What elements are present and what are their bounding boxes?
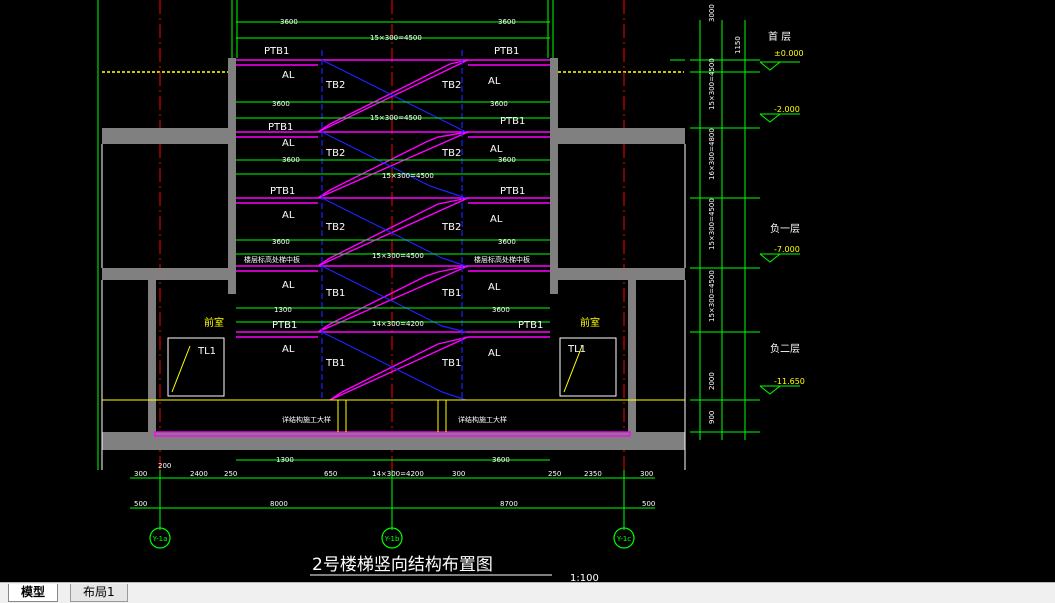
label-al-4r: AL <box>488 282 501 293</box>
label-dim-1300-5l: 1300 <box>274 306 292 314</box>
label-room-left: 前室 <box>204 316 224 329</box>
label-ptb1-2r: PTB1 <box>500 116 525 127</box>
level-first-elev: ±0.000 <box>774 49 804 58</box>
dim-right-0: 3000 <box>708 4 716 22</box>
label-ptb1-3r: PTB1 <box>500 186 525 197</box>
label-foundation-right: 详结构施工大样 <box>458 415 507 424</box>
dim-bottom-3: 250 <box>224 470 237 478</box>
dim-right-7: 900 <box>708 411 716 424</box>
dim-bottom-total-left: 8000 <box>270 500 288 508</box>
dim-right-5: 15×300=4500 <box>708 270 716 322</box>
axis-bubbles <box>149 527 635 549</box>
label-tie-left: 楼层标高处梯中板 <box>244 255 300 264</box>
outer-walls <box>101 144 686 470</box>
level-b2-elev: -11.650 <box>774 377 805 386</box>
label-ptb1-3l: PTB1 <box>270 186 295 197</box>
level-b1-elev: -7.000 <box>774 245 800 254</box>
dim-bottom-edge-left: 500 <box>134 500 147 508</box>
axis-label-left: Y-1a <box>152 535 168 543</box>
dim-bottom-10: 2350 <box>584 470 602 478</box>
label-tl1-left: TL1 <box>197 346 216 357</box>
label-tb2-2l: TB2 <box>325 148 345 159</box>
label-dim-3600-4r: 3600 <box>498 238 516 246</box>
label-tb2-3r: TB2 <box>441 222 461 233</box>
label-tb2-1r: TB2 <box>441 80 461 91</box>
label-al-1l: AL <box>282 70 295 81</box>
dim-bottom-5: 650 <box>324 470 337 478</box>
dim-bottom-edge-right: 500 <box>642 500 655 508</box>
level-b2-name: 负二层 <box>770 342 800 355</box>
label-dim-3600-3r: 3600 <box>498 156 516 164</box>
layout-tab-bar: 模型 布局1 <box>0 582 1055 603</box>
dim-right-3: 16×300=4800 <box>708 128 716 180</box>
label-flight-3: 15×300=4500 <box>382 172 434 180</box>
drawing-scale: 1:100 <box>570 573 599 582</box>
axis-label-middle: Y-1b <box>384 535 400 543</box>
cad-model-space[interactable]: PTB1 PTB1 PTB1 PTB1 PTB1 PTB1 PTB1 PTB1 … <box>0 0 1055 582</box>
stair-structure <box>154 59 631 437</box>
dim-bottom-8: 3600 <box>492 456 510 464</box>
label-tb1-2r: TB1 <box>441 358 461 369</box>
stair-flights-blue <box>321 50 467 401</box>
level-first-name: 首 层 <box>768 30 791 43</box>
label-ptb1-top-left: PTB1 <box>264 46 289 57</box>
dim-bottom-7: 300 <box>452 470 465 478</box>
dim-bottom-4: 1300 <box>276 456 294 464</box>
label-dim-3600-3l: 3600 <box>282 156 300 164</box>
level-elev2: -2.000 <box>774 105 800 114</box>
label-dim-3600-2l: 3600 <box>272 100 290 108</box>
label-flight-top: 15×300=4500 <box>370 34 422 42</box>
label-dim-3600-top-r: 3600 <box>498 18 516 26</box>
label-al-5l: AL <box>282 344 295 355</box>
tab-layout1[interactable]: 布局1 <box>70 584 128 602</box>
label-al-2r: AL <box>490 144 503 155</box>
label-dim-3600-2r: 3600 <box>490 100 508 108</box>
label-dim-3600-5r: 3600 <box>492 306 510 314</box>
label-tb2-3l: TB2 <box>325 222 345 233</box>
label-tb2-2r: TB2 <box>441 148 461 159</box>
dim-bottom-9: 250 <box>548 470 561 478</box>
label-al-3l: AL <box>282 210 295 221</box>
dim-right-1: 1150 <box>734 36 742 54</box>
dim-bottom-11: 300 <box>640 470 653 478</box>
level-b1-name: 负一层 <box>770 222 800 235</box>
label-room-right: 前室 <box>580 316 600 329</box>
label-flight-4: 15×300=4500 <box>372 252 424 260</box>
dim-right-6: 2000 <box>708 372 716 390</box>
label-al-2l: AL <box>282 138 295 149</box>
label-tb1-2l: TB1 <box>325 358 345 369</box>
label-tb1-1l: TB1 <box>325 288 345 299</box>
label-tie-right: 楼层标高处梯中板 <box>474 255 530 264</box>
drawing-title: 2号楼梯竖向结构布置图 <box>312 555 493 575</box>
tab-model[interactable]: 模型 <box>8 584 59 602</box>
dim-bottom-2: 2400 <box>190 470 208 478</box>
dim-right-4: 15×300=4500 <box>708 198 716 250</box>
label-dim-3600-top-l: 3600 <box>280 18 298 26</box>
dim-right-2: 15×300=4500 <box>708 58 716 110</box>
dim-bottom-6: 14×300=4200 <box>372 470 424 478</box>
dim-bottom-1: 200 <box>158 462 171 470</box>
label-tb2-1l: TB2 <box>325 80 345 91</box>
label-flight-2: 15×300=4500 <box>370 114 422 122</box>
room-boxes <box>167 337 617 397</box>
label-ptb1-2l: PTB1 <box>268 122 293 133</box>
label-dim-3600-4l: 3600 <box>272 238 290 246</box>
label-ptb1-4r: PTB1 <box>518 320 543 331</box>
label-al-1r: AL <box>488 76 501 87</box>
label-al-5r: AL <box>488 348 501 359</box>
label-al-4l: AL <box>282 280 295 291</box>
label-foundation-left: 详结构施工大样 <box>282 415 331 424</box>
level-markers <box>759 61 800 395</box>
label-flight-5: 14×300=4200 <box>372 320 424 328</box>
label-ptb1-4l: PTB1 <box>272 320 297 331</box>
beam-lines <box>102 399 685 432</box>
label-al-3r: AL <box>490 214 503 225</box>
dimension-lines <box>97 0 760 530</box>
axis-label-right: Y-1c <box>616 535 631 543</box>
label-ptb1-top-right: PTB1 <box>494 46 519 57</box>
label-tl1-right: TL1 <box>567 344 586 355</box>
dim-bottom-0: 300 <box>134 470 147 478</box>
label-tb1-1r: TB1 <box>441 288 461 299</box>
dim-bottom-total-right: 8700 <box>500 500 518 508</box>
